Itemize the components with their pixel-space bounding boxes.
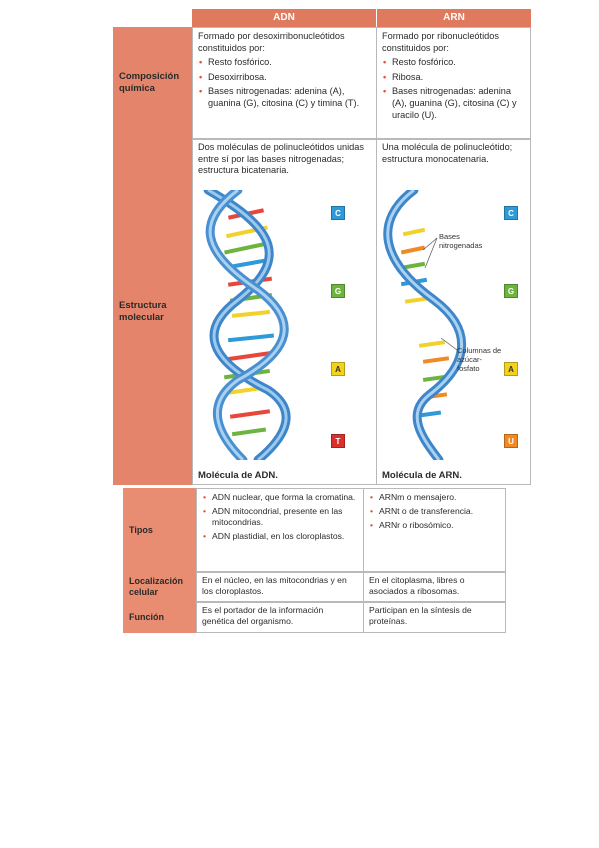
funcion-arn-cell: Participan en la síntesis de proteínas. — [363, 602, 506, 633]
list-item: Bases nitrogenadas: adenina (A), guanina… — [382, 86, 525, 121]
localizacion-adn-cell: En el núcleo, en las mitocondrias y en l… — [196, 572, 364, 602]
row-label-localizacion: Localización celular — [123, 572, 196, 602]
composicion-arn-intro: Formado por ribonucleótidos constituidos… — [382, 31, 499, 53]
estructura-adn-cell: Dos moléculas de polinucleótidos unidas … — [192, 139, 377, 485]
dna-double-helix-illustration — [203, 190, 291, 460]
row-label-composicion: Composición química — [113, 27, 192, 139]
row-label-tipos: Tipos — [123, 488, 196, 572]
estructura-arn-cell: Una molécula de polinucleótido; estructu… — [376, 139, 531, 485]
localizacion-arn-cell: En el citoplasma, libres o asociados a r… — [363, 572, 506, 602]
tipos-arn-cell: ARNm o mensajero. ARNt o de transferenci… — [363, 488, 506, 572]
base-badge-t: T — [331, 434, 345, 448]
base-badge-c: C — [331, 206, 345, 220]
figure-caption-adn: Molécula de ADN. — [198, 470, 278, 481]
row-label-funcion: Función — [123, 602, 196, 633]
composicion-adn-list: Resto fosfórico. Desoxirribosa. Bases ni… — [198, 57, 371, 109]
rna-single-strand-illustration — [383, 190, 466, 460]
dna-strand-2-highlight — [208, 190, 286, 460]
composicion-adn-cell: Formado por desoxirribonucleótidos const… — [192, 27, 377, 139]
row-label-text: Localización celular — [129, 576, 184, 597]
list-item: ADN mitocondrial, presente en las mitoco… — [202, 506, 358, 528]
tipos-adn-cell: ADN nuclear, que forma la cromatina. ADN… — [196, 488, 364, 572]
estructura-arn-text: Una molécula de polinucleótido; estructu… — [382, 142, 513, 164]
estructura-adn-text: Dos moléculas de polinucleótidos unidas … — [198, 142, 364, 176]
list-item: ARNt o de transferencia. — [369, 506, 500, 517]
list-item: Resto fosfórico. — [382, 57, 525, 69]
figure-caption-arn: Molécula de ARN. — [382, 470, 462, 481]
row-label-text: Estructura molecular — [119, 300, 167, 323]
funcion-adn-cell: Es el portador de la información genétic… — [196, 602, 364, 633]
row-label-text: Composición química — [119, 71, 180, 94]
base-badge-u: U — [504, 434, 518, 448]
list-item: Desoxirribosa. — [198, 72, 371, 84]
annotation-bases-nitrogenadas: Bases nitrogenadas — [439, 232, 483, 250]
dna-strand-1-highlight — [207, 190, 288, 460]
column-header-adn: ADN — [192, 9, 376, 27]
row-label-estructura: Estructura molecular — [113, 139, 192, 485]
list-item: Bases nitrogenadas: adenina (A), guanina… — [198, 86, 371, 109]
rna-bases — [398, 227, 452, 418]
base-badge-a: A — [331, 362, 345, 376]
composicion-adn-intro: Formado por desoxirribonucleótidos const… — [198, 31, 345, 53]
annotation-leader-bases-2 — [424, 237, 438, 269]
list-item: ADN nuclear, que forma la cromatina. — [202, 492, 358, 503]
annotation-leader-columnas — [440, 337, 458, 351]
base-badge-a: A — [504, 362, 518, 376]
annotation-columnas: Columnas de azúcar-fosfato — [457, 346, 502, 373]
tipos-arn-list: ARNm o mensajero. ARNt o de transferenci… — [369, 492, 500, 531]
composicion-arn-list: Resto fosfórico. Ribosa. Bases nitrogena… — [382, 57, 525, 121]
list-item: ADN plastidial, en los cloroplastos. — [202, 531, 358, 542]
list-item: Resto fosfórico. — [198, 57, 371, 69]
base-badge-g: G — [331, 284, 345, 298]
base-badge-g: G — [504, 284, 518, 298]
list-item: Ribosa. — [382, 72, 525, 84]
list-item: ARNm o mensajero. — [369, 492, 500, 503]
column-header-arn: ARN — [377, 9, 531, 27]
list-item: ARNr o ribosómico. — [369, 520, 500, 531]
rna-strand-highlight — [386, 190, 463, 460]
tipos-adn-list: ADN nuclear, que forma la cromatina. ADN… — [202, 492, 358, 542]
row-label-text: Función — [129, 612, 164, 622]
composicion-arn-cell: Formado por ribonucleótidos constituidos… — [376, 27, 531, 139]
annotation-leader-bases — [422, 237, 438, 251]
row-label-text: Tipos — [129, 524, 153, 535]
base-badge-c: C — [504, 206, 518, 220]
